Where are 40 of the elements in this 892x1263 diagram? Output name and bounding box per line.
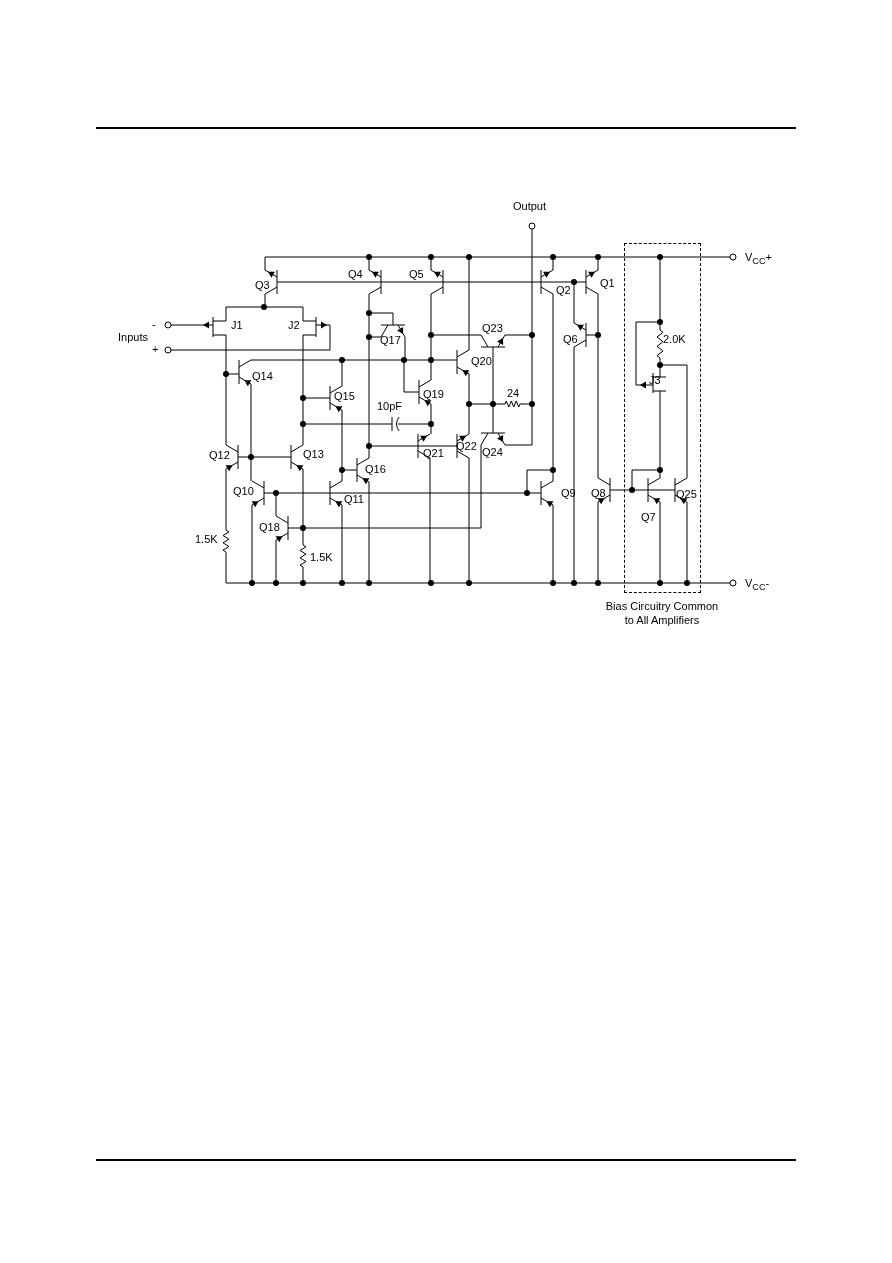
circuit-label: Q8 — [591, 487, 606, 500]
circuit-label: 1.5K — [310, 551, 333, 564]
circuit-label: J2 — [288, 319, 300, 332]
circuit-label: Q19 — [423, 388, 444, 401]
circuit-label: Q9 — [561, 487, 576, 500]
circuit-label: Q24 — [482, 446, 503, 459]
circuit-label: Q21 — [423, 447, 444, 460]
circuit-label: 24 — [507, 387, 520, 400]
circuit-label: Q4 — [348, 268, 363, 281]
circuit-label: + — [152, 343, 159, 356]
circuit-label: 2.0K — [663, 333, 686, 346]
circuit-label: Q6 — [563, 333, 578, 346]
circuit-label: - — [152, 318, 156, 331]
circuit-label: Q13 — [303, 448, 324, 461]
circuit-label: V$_{CC}$+ — [745, 251, 772, 269]
circuit-label: 10pF — [377, 400, 403, 413]
circuit-label: Q5 — [409, 268, 424, 281]
circuit-label: Q25 — [676, 488, 697, 501]
circuit-label: Q14 — [252, 370, 273, 383]
circuit-label: Q17 — [380, 334, 401, 347]
circuit-label: Q20 — [471, 355, 492, 368]
circuit-label: J1 — [231, 319, 243, 332]
circuit-label: Q11 — [344, 493, 364, 506]
circuit-label: Q3 — [255, 279, 270, 292]
circuit-label: Q15 — [334, 390, 355, 403]
circuit-label: Q7 — [641, 511, 656, 524]
circuit-label: Inputs — [118, 331, 148, 344]
circuit-label: V$_{CC}$- — [745, 577, 770, 595]
circuit-label: Output — [513, 200, 547, 213]
circuit-label: 1.5K — [195, 533, 218, 546]
circuit-label: Q10 — [233, 485, 254, 498]
circuit-label: J3 — [649, 374, 661, 387]
circuit-label: Q18 — [259, 521, 280, 534]
group-caption: Bias Circuitry Common to All Amplifiers — [604, 599, 720, 627]
circuit-label: Q1 — [600, 277, 615, 290]
circuit-label: Q23 — [482, 322, 503, 335]
circuit-label: Q2 — [556, 284, 571, 297]
circuit-label: Q12 — [209, 449, 230, 462]
circuit-label: Q22 — [456, 440, 477, 453]
circuit-label: Q16 — [365, 463, 386, 476]
